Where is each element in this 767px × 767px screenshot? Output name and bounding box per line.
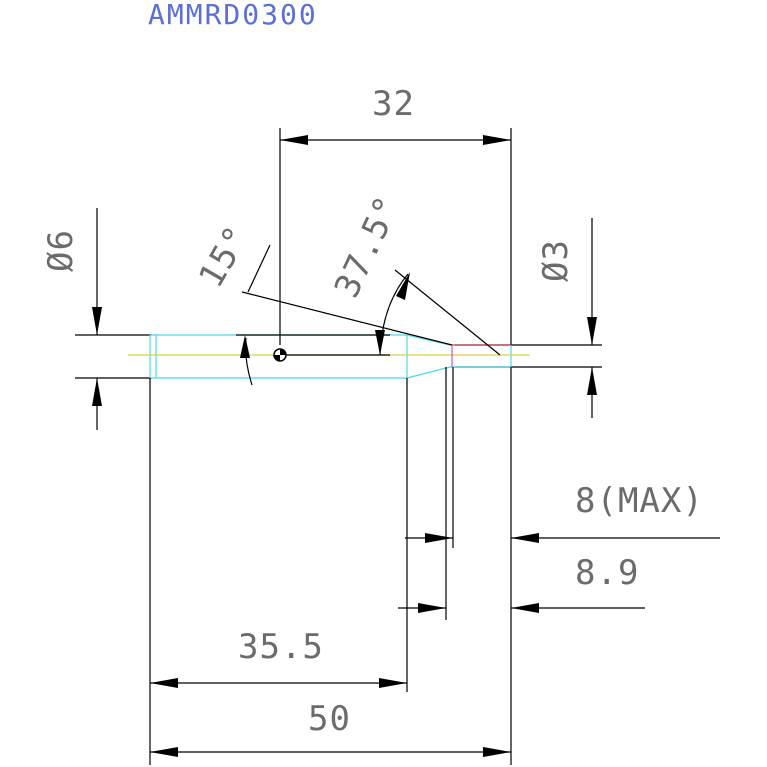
dimension-angle-37-5: 37.5° bbox=[327, 190, 501, 356]
arrow-right bbox=[483, 135, 511, 145]
dimension-50: 50 bbox=[150, 699, 511, 757]
dimension-label-angle-37-5: 37.5° bbox=[327, 190, 409, 304]
arrow-right bbox=[418, 603, 446, 613]
arrow-left bbox=[150, 678, 178, 688]
dimension-angle-15: 15° bbox=[191, 219, 453, 386]
dimension-label-35-5: 35.5 bbox=[238, 627, 324, 667]
arrow-left bbox=[511, 533, 539, 543]
arrow-down bbox=[587, 317, 597, 345]
dimension-8-max: 8(MAX) bbox=[405, 481, 720, 543]
datum-point bbox=[273, 348, 287, 362]
dimension-diameter-3: Ø3 bbox=[455, 218, 602, 418]
arrow-up bbox=[92, 378, 102, 406]
dimension-diameter-6: Ø6 bbox=[41, 208, 152, 430]
arrow-down bbox=[375, 330, 385, 355]
dimension-label-8-max: 8(MAX) bbox=[575, 481, 704, 521]
dimension-label-32: 32 bbox=[372, 84, 415, 124]
dimension-label-50: 50 bbox=[308, 699, 351, 739]
dimension-label-diameter-6: Ø6 bbox=[41, 229, 81, 272]
arrow-left bbox=[280, 135, 308, 145]
dimension-35-5: 35.5 bbox=[150, 627, 407, 688]
dimension-label-angle-15: 15° bbox=[191, 219, 258, 295]
arrow-right bbox=[483, 747, 511, 757]
dimension-label-8-9: 8.9 bbox=[575, 553, 639, 593]
arrow-left bbox=[150, 747, 178, 757]
dimension-8-9: 8.9 bbox=[398, 553, 645, 613]
arrow-down bbox=[92, 307, 102, 335]
drawing-title: AMMRD0300 bbox=[148, 0, 318, 31]
arrow-up bbox=[240, 335, 250, 358]
arrow-right bbox=[425, 533, 453, 543]
arrow-up bbox=[396, 272, 410, 300]
arrow-up bbox=[587, 367, 597, 395]
tool-outline bbox=[149, 334, 512, 379]
dimension-32: 32 bbox=[279, 84, 512, 345]
arrow-left bbox=[511, 603, 539, 613]
arrow-right bbox=[379, 678, 407, 688]
dimension-label-diameter-3: Ø3 bbox=[536, 239, 576, 282]
